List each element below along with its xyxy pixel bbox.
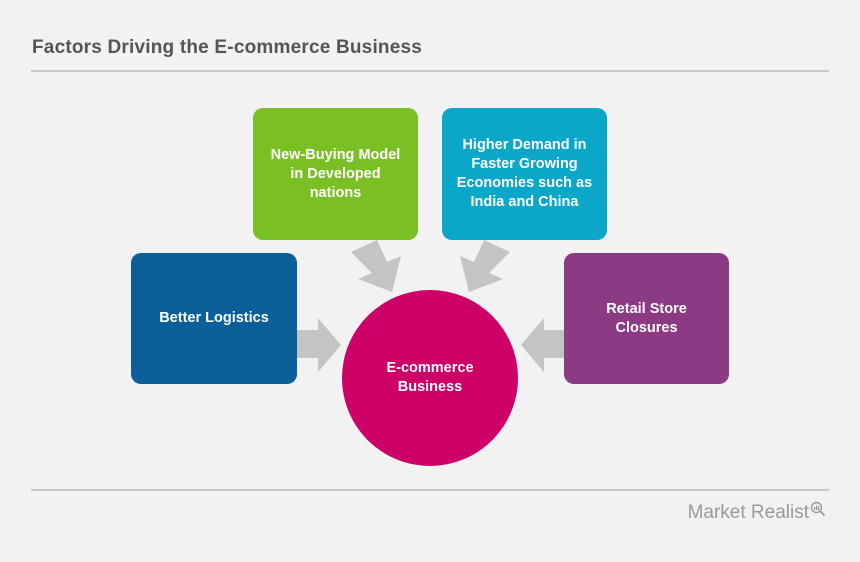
magnifier-chart-icon [810,501,826,517]
factor-label: Higher Demand in Faster Growing Economie… [456,137,593,210]
factor-better-logistics: Better Logistics [131,253,297,384]
center-circle: E-commerce Business [342,290,518,466]
arrow-from-better-logistics [297,318,341,372]
factor-label: Retail Store Closures [606,300,687,336]
brand-name: Market Realist [687,502,809,523]
factor-higher-demand: Higher Demand in Faster Growing Economie… [442,108,607,240]
factor-new-buying-model: New-Buying Model in Developed nations [253,108,418,240]
center-label: E-commerce Business [386,360,474,395]
factor-retail-store-closures: Retail Store Closures [564,253,729,384]
bottom-divider [31,489,829,491]
factor-label: New-Buying Model in Developed nations [270,146,401,201]
factor-label: Better Logistics [159,310,269,326]
page-title: Factors Driving the E-commerce Business [32,37,423,58]
top-divider [31,70,829,72]
arrow-from-new-buying-model [351,240,401,292]
brand-logo: Market Realist [687,501,826,524]
arrow-from-retail-store-closures [521,318,565,372]
arrow-from-higher-demand [460,240,510,292]
